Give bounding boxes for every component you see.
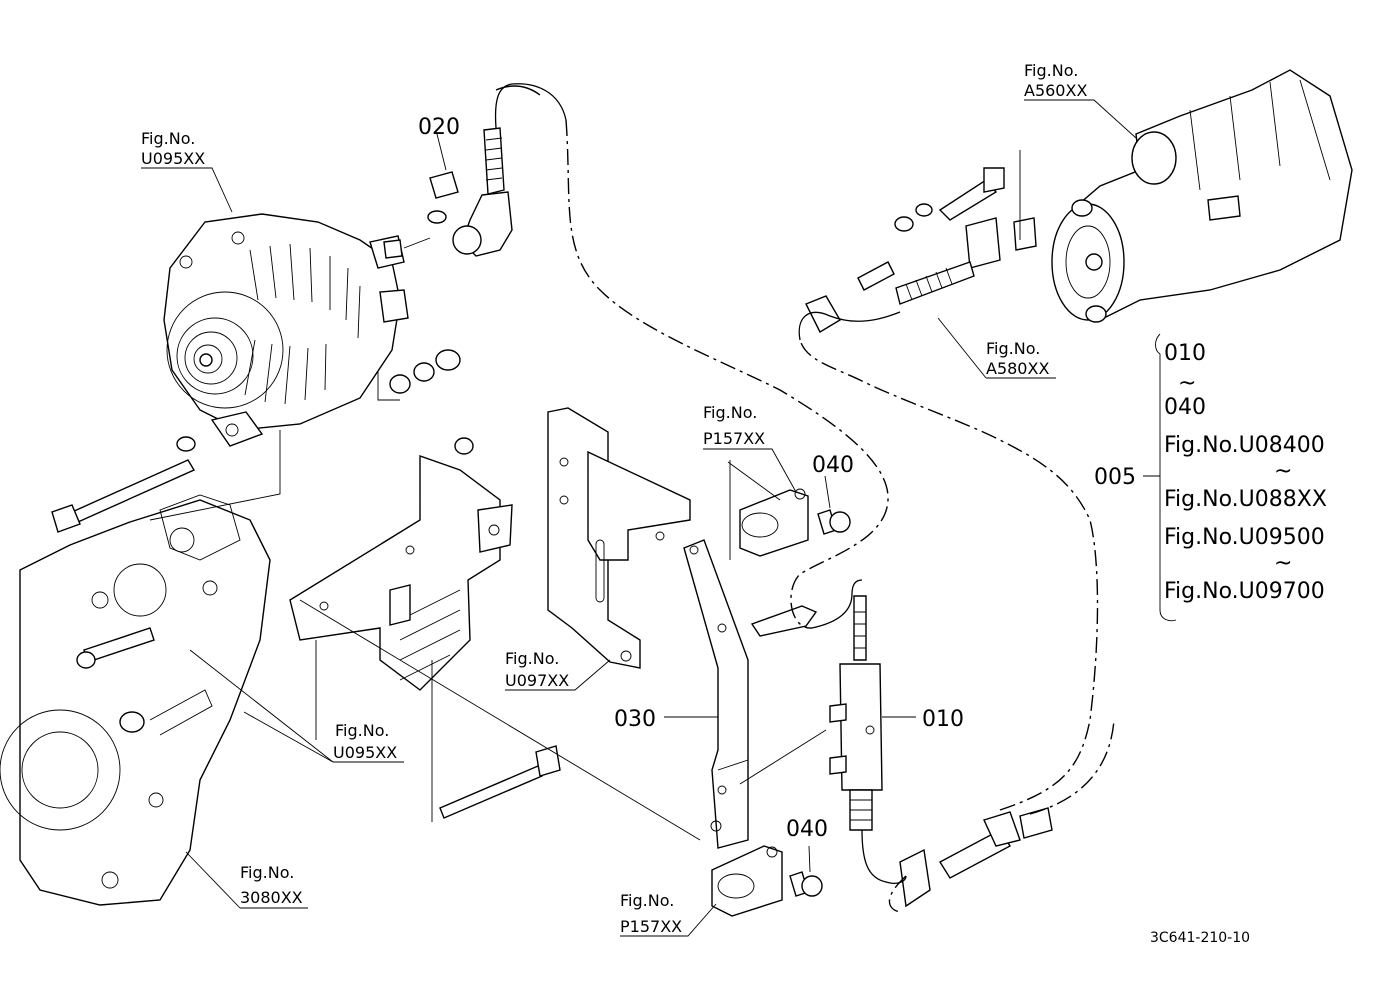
assembly-line: 040 [1164, 395, 1206, 420]
part-number-040-bottom: 040 [786, 817, 828, 842]
fig-label: Fig.No. [240, 863, 294, 882]
leader-lines [141, 99, 1177, 937]
assembly-line: Fig.No.U088XX [1164, 487, 1327, 512]
part-number-040-top: 040 [812, 453, 854, 478]
fig-label: Fig.No. [1024, 61, 1078, 80]
fig-label: Fig.No. [703, 403, 757, 422]
cable-terminal-end [899, 807, 1053, 908]
bolt-040-bottom [789, 871, 823, 897]
assembly-callout-005: 005 010 ~ 040 Fig.No.U08400 ~ Fig.No.U08… [1094, 341, 1327, 604]
figure-reference-a580: Fig.No. A580XX [986, 339, 1049, 378]
assembly-line: Fig.No.U08400 [1164, 433, 1325, 458]
fig-label: Fig.No. [335, 721, 389, 740]
cable-switch-010 [829, 595, 883, 831]
engine-housing-drawing [0, 494, 271, 906]
fig-label: Fig.No. [505, 649, 559, 668]
fig-code: 3080XX [240, 888, 303, 907]
bracket-bolt [439, 745, 561, 819]
fig-label: Fig.No. [141, 129, 195, 148]
figure-reference-a560: Fig.No. A560XX [1024, 61, 1087, 100]
alternator-drawing [163, 213, 409, 447]
fig-code: A580XX [986, 359, 1049, 378]
assembly-line: ~ [1274, 551, 1292, 576]
center-bracket-drawing [289, 437, 513, 691]
assembly-line: Fig.No.U09500 [1164, 525, 1325, 550]
cable-routing [494, 83, 1115, 913]
fig-code: P157XX [620, 917, 682, 936]
assembly-line: 010 [1164, 341, 1206, 366]
figure-reference-3080: Fig.No. 3080XX [240, 863, 303, 907]
assembly-id: 005 [1094, 465, 1136, 490]
part-number-010: 010 [922, 707, 964, 732]
terminal-cable-end [383, 85, 541, 259]
fig-code: A560XX [1024, 81, 1087, 100]
stay-bracket-030 [683, 539, 749, 849]
part-number-020: 020 [418, 115, 460, 140]
drawing-code: 3C641-210-10 [1150, 930, 1250, 946]
fig-label: Fig.No. [986, 339, 1040, 358]
fig-code: U095XX [141, 149, 205, 168]
assembly-line: Fig.No.U09700 [1164, 579, 1325, 604]
alternator-bolt [51, 436, 196, 533]
nut-washer-set [377, 349, 461, 401]
cable-clamp-bottom [711, 845, 783, 917]
fig-label: Fig.No. [620, 891, 674, 910]
figure-reference-u095-top: Fig.No. U095XX [141, 129, 205, 168]
part-number-030: 030 [614, 707, 656, 732]
figure-reference-u095-mid: Fig.No. U095XX [333, 721, 397, 762]
fig-code: U097XX [505, 671, 569, 690]
starter-motor-drawing [1051, 69, 1353, 323]
figure-reference-u097: Fig.No. U097XX [505, 649, 569, 690]
bolt-040-top [817, 509, 851, 535]
fig-code: P157XX [703, 429, 765, 448]
mount-bracket-drawing [547, 407, 691, 669]
starter-wiring-parts [805, 167, 1037, 333]
figure-reference-p157-top: Fig.No. P157XX [703, 403, 765, 448]
assembly-line: ~ [1274, 459, 1292, 484]
figure-reference-p157-bottom: Fig.No. P157XX [620, 891, 682, 936]
fig-code: U095XX [333, 743, 397, 762]
assembly-line: ~ [1178, 371, 1196, 396]
cable-clip [750, 605, 818, 637]
cable-clamp-top [739, 488, 809, 557]
